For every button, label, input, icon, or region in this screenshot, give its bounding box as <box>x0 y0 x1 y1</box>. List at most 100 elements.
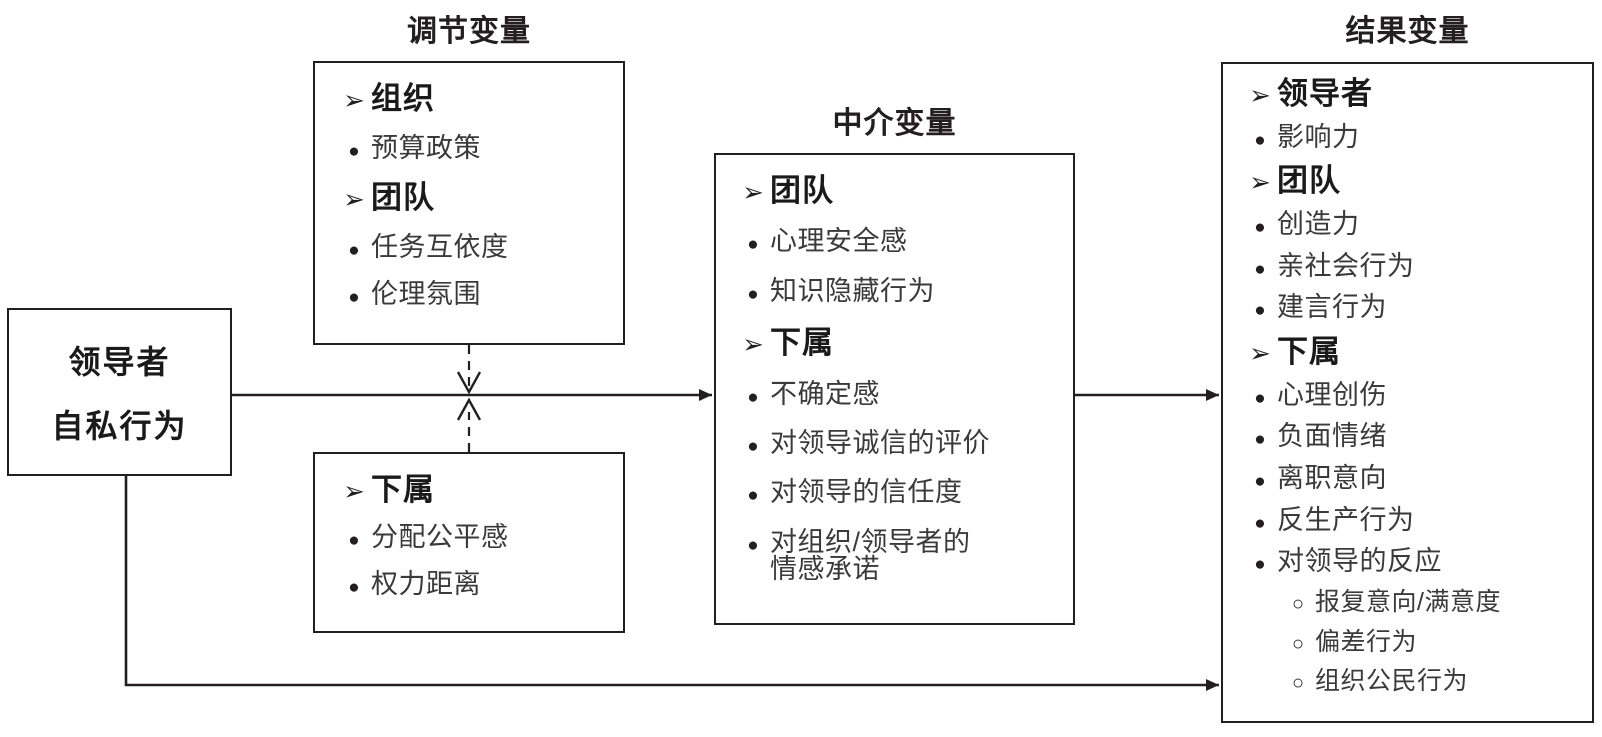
list-item: ● 伦理氛围 <box>337 281 613 308</box>
list-item: ● 分配公平感 <box>337 524 613 551</box>
item-label: 任务互依度 <box>371 231 509 262</box>
item-label: 伦理氛围 <box>371 279 481 310</box>
caption-outcome: 结果变量 <box>1345 15 1470 48</box>
arrowhead-bullet-icon: ➢ <box>1249 337 1271 368</box>
filled-bullet-icon: ● <box>1254 470 1266 492</box>
filled-bullet-icon: ● <box>747 234 759 256</box>
filled-bullet-icon: ● <box>1254 216 1266 238</box>
list-group-header: ➢团队 <box>337 182 613 213</box>
item-label: 对领导诚信的评价 <box>770 427 990 458</box>
list-item: ● 权力距离 <box>337 568 613 599</box>
list-group-header: ➢团队 <box>736 175 1065 206</box>
caption-moderator: 调节变量 <box>407 15 531 48</box>
filled-bullet-icon: ● <box>348 287 360 309</box>
filled-bullet-icon: ● <box>747 435 759 457</box>
list-item: ● 心理安全感 <box>736 228 1065 255</box>
outcome-list: ➢领导者●影响力➢团队●创造力●亲社会行为●建言行为➢下属●心理创伤●负面情绪●… <box>1243 78 1586 709</box>
source-box-leader-selfish-behavior[interactable]: 领导者 自私行为 <box>7 308 232 476</box>
item-label: 建言行为 <box>1277 292 1387 323</box>
source-line-1: 领导者 <box>68 344 171 380</box>
group-label: 下属 <box>1277 333 1341 369</box>
list-group-header: ➢团队 <box>1243 165 1586 196</box>
filled-bullet-icon: ● <box>747 534 759 556</box>
list-item: ● 对领导诚信的评价 <box>736 427 1065 458</box>
filled-bullet-icon: ● <box>1254 512 1266 534</box>
filled-bullet-icon: ● <box>348 140 360 162</box>
list-item: ○ 偏差行为 <box>1243 627 1586 656</box>
list-group-header: ➢下属 <box>337 474 613 505</box>
item-label: 负面情绪 <box>1277 421 1387 452</box>
item-label: 对领导的信任度 <box>770 477 963 508</box>
list-item: ● 亲社会行为 <box>1243 250 1586 281</box>
moderator-top-box[interactable]: ➢组织●预算政策➢团队●任务互依度●伦理氛围 <box>313 61 625 345</box>
item-label: 心理创伤 <box>1277 379 1387 410</box>
filled-bullet-icon: ● <box>1254 300 1266 322</box>
arrowhead-bullet-icon: ➢ <box>1249 167 1271 198</box>
filled-bullet-icon: ● <box>1254 554 1266 576</box>
group-label: 下属 <box>371 472 435 507</box>
list-group-header: ➢领导者 <box>1243 78 1586 109</box>
list-item: ● 创造力 <box>1243 208 1586 239</box>
item-label: 亲社会行为 <box>1277 250 1415 281</box>
list-group-header: ➢组织 <box>337 83 613 114</box>
filled-bullet-icon: ● <box>747 283 759 305</box>
list-item: ○ 报复意向/满意度 <box>1243 587 1586 616</box>
list-group-header: ➢下属 <box>736 327 1065 358</box>
source-line-2: 自私行为 <box>51 408 188 444</box>
item-label: 不确定感 <box>770 378 880 409</box>
list-item: ● 离职意向 <box>1243 462 1586 493</box>
arrowhead-bullet-icon: ➢ <box>343 476 365 506</box>
item-label: 离职意向 <box>1277 462 1387 493</box>
item-label: 权力距离 <box>371 568 481 599</box>
item-label: 组织公民行为 <box>1315 667 1469 696</box>
item-label: 分配公平感 <box>371 522 509 553</box>
filled-bullet-icon: ● <box>747 386 759 408</box>
list-item: ●知识隐藏行为 <box>736 277 1065 305</box>
filled-bullet-icon: ● <box>1254 129 1266 151</box>
group-label: 组织 <box>371 81 435 116</box>
item-label: 预算政策 <box>371 132 481 163</box>
moderator-bottom-box[interactable]: ➢下属 ● 分配公平感 ● 权力距离 <box>313 452 625 633</box>
group-label: 团队 <box>1277 163 1341 199</box>
hollow-bullet-icon: ○ <box>1291 632 1305 655</box>
arrowhead-bullet-icon: ➢ <box>742 329 764 360</box>
item-label: 偏差行为 <box>1315 627 1418 656</box>
item-label: 创造力 <box>1277 208 1360 239</box>
outcome-box[interactable]: ➢领导者●影响力➢团队●创造力●亲社会行为●建言行为➢下属●心理创伤●负面情绪●… <box>1221 62 1594 723</box>
source-box-text: 领导者 自私行为 <box>9 310 230 474</box>
list-item: ● 预算政策 <box>337 132 613 163</box>
hollow-bullet-icon: ○ <box>1291 672 1305 695</box>
mediator-box[interactable]: ➢团队●心理安全感●知识隐藏行为➢下属●不确定感●对领导诚信的评价●对领导的信任… <box>714 153 1075 625</box>
list-item: ● 建言行为 <box>1243 294 1586 321</box>
list-item: ● 对领导的信任度 <box>736 479 1065 506</box>
filled-bullet-icon: ● <box>1254 387 1266 409</box>
filled-bullet-icon: ● <box>1254 429 1266 451</box>
caption-mediator: 中介变量 <box>832 107 957 140</box>
filled-bullet-icon: ● <box>348 576 360 598</box>
list-item: ● 反生产行为 <box>1243 504 1586 535</box>
list-item: ● 影响力 <box>1243 121 1586 152</box>
group-label: 团队 <box>770 173 834 208</box>
moderator-bottom-list: ➢下属 ● 分配公平感 ● 权力距离 <box>337 474 613 617</box>
filled-bullet-icon: ● <box>348 239 360 261</box>
item-label: 报复意向/满意度 <box>1315 587 1501 616</box>
group-label: 下属 <box>770 325 834 361</box>
arrowhead-bullet-icon: ➢ <box>343 184 365 215</box>
filled-bullet-icon: ● <box>348 530 360 552</box>
moderator-top-arrowhead <box>456 371 482 395</box>
list-item: ● 任务互依度 <box>337 231 613 262</box>
group-label: 领导者 <box>1277 76 1373 111</box>
arrowhead-bullet-icon: ➢ <box>1249 80 1271 110</box>
list-item: ○ 组织公民行为 <box>1243 669 1586 694</box>
filled-bullet-icon: ● <box>1254 258 1266 280</box>
moderator-top-list: ➢组织●预算政策➢团队●任务互依度●伦理氛围 <box>337 83 613 329</box>
filled-bullet-icon: ● <box>747 485 759 507</box>
item-label: 心理安全感 <box>770 226 908 257</box>
hollow-bullet-icon: ○ <box>1291 592 1305 615</box>
moderator-bottom-arrowhead <box>456 397 482 421</box>
list-item: ● 心理创伤 <box>1243 379 1586 410</box>
item-label: 反生产行为 <box>1277 504 1415 535</box>
list-item: ●对领导的反应 <box>1243 548 1586 575</box>
item-label: 影响力 <box>1277 121 1360 152</box>
